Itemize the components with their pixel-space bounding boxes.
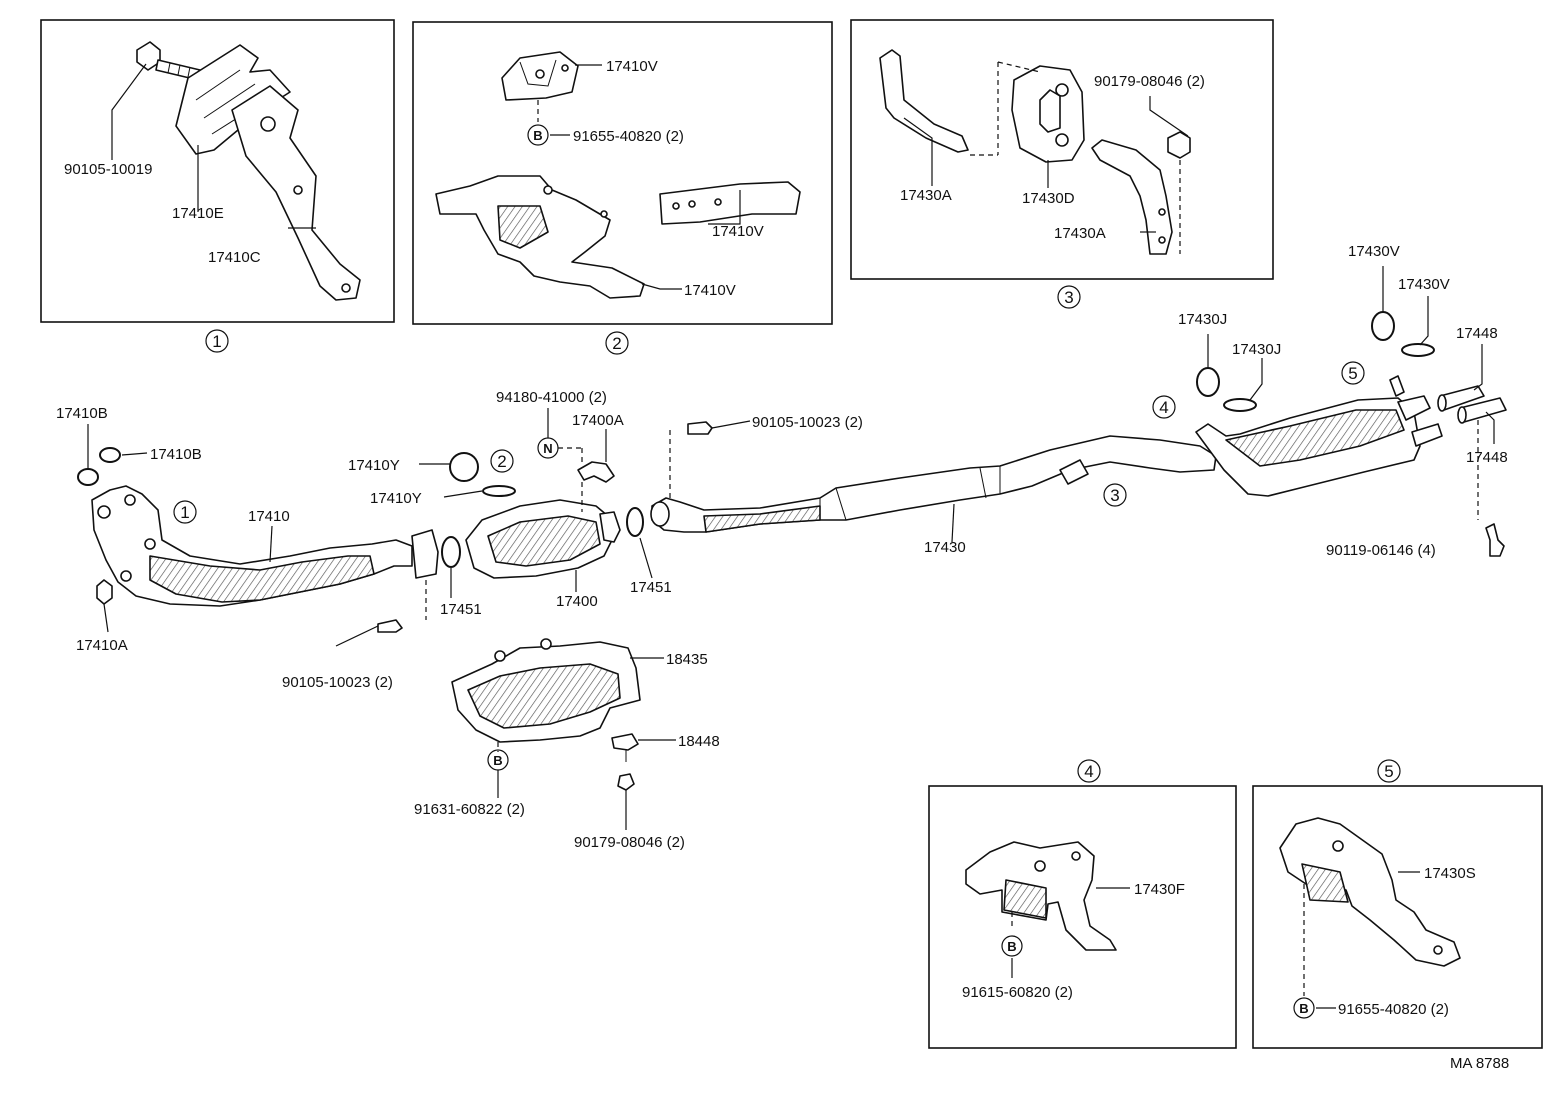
detail-marker-4: 4	[1077, 759, 1101, 783]
label-17430A-left: 17430A	[900, 187, 952, 204]
label-17430J-lower: 17430J	[1232, 341, 1281, 358]
n-marker: N	[537, 437, 559, 459]
label-91655-40820-bottom: 91655-40820 (2)	[1338, 1001, 1449, 1018]
label-94180-41000: 94180-41000 (2)	[496, 389, 607, 406]
label-17430: 17430	[924, 539, 966, 556]
svg-text:B: B	[1299, 1001, 1308, 1016]
svg-text:3: 3	[1110, 486, 1119, 505]
detail-frame-1	[40, 19, 395, 323]
label-17430D: 17430D	[1022, 190, 1075, 207]
svg-text:5: 5	[1384, 762, 1393, 781]
svg-text:B: B	[1007, 939, 1016, 954]
label-17430V-upper: 17430V	[1348, 243, 1400, 260]
svg-text:2: 2	[497, 452, 506, 471]
b-marker-detail-2: B	[527, 124, 549, 146]
label-17410: 17410	[248, 508, 290, 525]
label-91631-60822: 91631-60822 (2)	[414, 801, 525, 818]
label-17410B-side: 17410B	[150, 446, 202, 463]
svg-text:B: B	[533, 128, 542, 143]
detail-marker-2: 2	[605, 331, 629, 355]
detail-frame-3	[850, 19, 1274, 280]
detail-marker-3: 3	[1057, 285, 1081, 309]
label-91615-60820: 91615-60820 (2)	[962, 984, 1073, 1001]
svg-text:B: B	[493, 753, 502, 768]
leader-lines	[87, 63, 1495, 1009]
detail-marker-1: 1	[205, 329, 229, 353]
label-91655-40820-top: 91655-40820 (2)	[573, 128, 684, 145]
svg-text:3: 3	[1064, 288, 1073, 307]
assembly-marker-4: 4	[1152, 395, 1176, 419]
detail-4-bracket-drawing	[965, 841, 1117, 951]
svg-text:4: 4	[1084, 762, 1093, 781]
drawing-code: MA 8788	[1450, 1055, 1509, 1072]
b-marker-detail-4: B	[1001, 935, 1023, 957]
label-90105-10019: 90105-10019	[64, 161, 152, 178]
label-17410C: 17410C	[208, 249, 261, 266]
svg-text:4: 4	[1159, 398, 1168, 417]
b-marker-insulator: B	[487, 749, 509, 771]
svg-text:1: 1	[180, 503, 189, 522]
label-17430F: 17430F	[1134, 881, 1185, 898]
detail-2-bracket-drawing	[435, 51, 801, 299]
label-90105-10023-left: 90105-10023 (2)	[282, 674, 393, 691]
assembly-marker-1: 1	[173, 500, 197, 524]
label-17400: 17400	[556, 593, 598, 610]
detail-5-bracket-drawing	[1279, 817, 1461, 996]
label-17451-left: 17451	[440, 601, 482, 618]
label-17410E: 17410E	[172, 205, 224, 222]
label-90179-08046-bottom: 90179-08046 (2)	[574, 834, 685, 851]
b-marker-detail-5: B	[1293, 997, 1315, 1019]
label-18448: 18448	[678, 733, 720, 750]
detail-1-bracket-drawing	[136, 41, 361, 301]
assembly-marker-3: 3	[1103, 483, 1127, 507]
detail-frame-5	[1252, 785, 1543, 1049]
label-17410V-right: 17410V	[712, 223, 764, 240]
label-17410V-top: 17410V	[606, 58, 658, 75]
label-17448-upper: 17448	[1456, 325, 1498, 342]
svg-text:N: N	[543, 441, 552, 456]
label-17410Y-lower: 17410Y	[370, 490, 422, 507]
label-18435: 18435	[666, 651, 708, 668]
assembly-marker-2: 2	[490, 449, 514, 473]
assembly-marker-5: 5	[1341, 361, 1365, 385]
main-exhaust-assembly	[77, 311, 1507, 791]
label-17430S: 17430S	[1424, 865, 1476, 882]
detail-frame-2	[412, 21, 833, 325]
label-17410Y-upper: 17410Y	[348, 457, 400, 474]
label-17410A: 17410A	[76, 637, 128, 654]
label-17430V-lower: 17430V	[1398, 276, 1450, 293]
label-17410B-top: 17410B	[56, 405, 108, 422]
label-90179-08046-top: 90179-08046 (2)	[1094, 73, 1205, 90]
svg-text:2: 2	[612, 334, 621, 353]
label-17400A: 17400A	[572, 412, 624, 429]
svg-text:1: 1	[212, 332, 221, 351]
label-17430A-right: 17430A	[1054, 225, 1106, 242]
svg-text:5: 5	[1348, 364, 1357, 383]
label-17430J-upper: 17430J	[1178, 311, 1227, 328]
label-17448-lower: 17448	[1466, 449, 1508, 466]
label-90105-10023-right: 90105-10023 (2)	[752, 414, 863, 431]
label-17410V-bottom: 17410V	[684, 282, 736, 299]
label-90119-06146: 90119-06146 (4)	[1326, 542, 1436, 559]
detail-frame-4	[928, 785, 1237, 1049]
detail-marker-5: 5	[1377, 759, 1401, 783]
label-17451-right: 17451	[630, 579, 672, 596]
